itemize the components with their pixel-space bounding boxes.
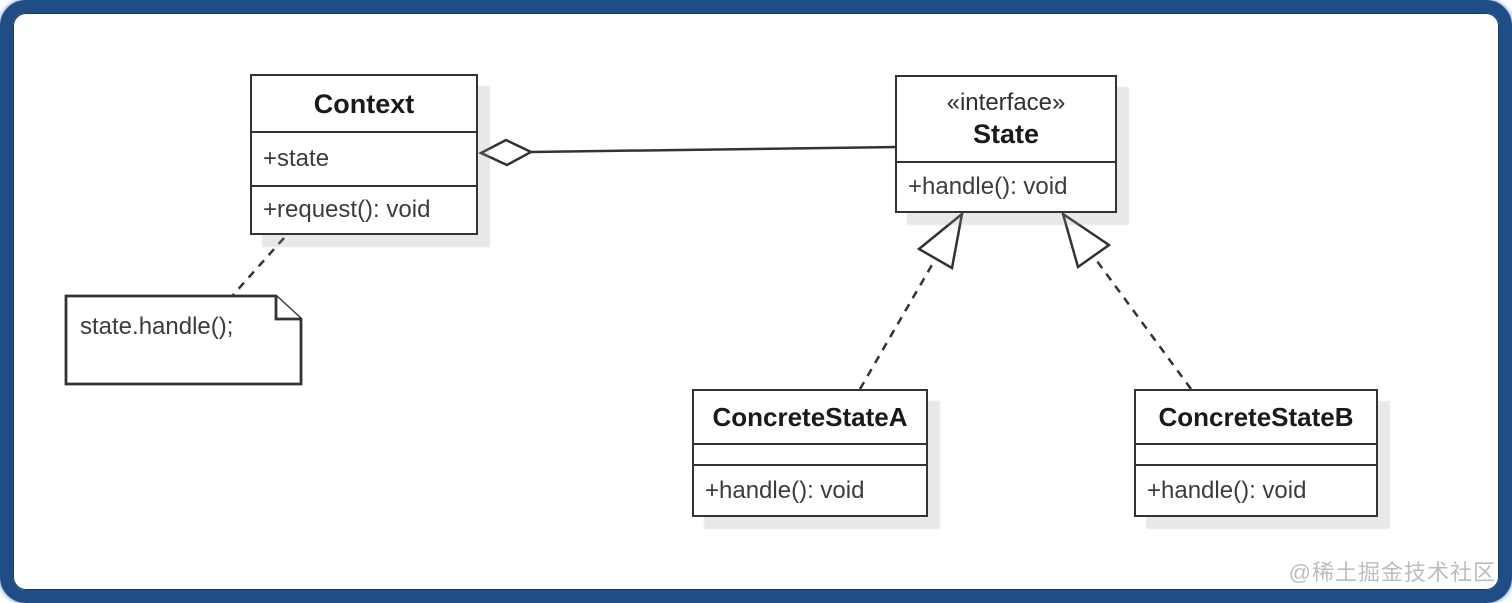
realization-a-triangle-icon [916,210,964,270]
realization-a-line [858,257,938,390]
class-concrete-state-b-method: +handle(): void [1147,476,1307,504]
class-context: Context +state +request(): void [250,74,478,235]
note-anchor-line [232,237,285,296]
aggregation-line [530,145,896,154]
class-state: «interface» State +handle(): void [895,75,1117,213]
class-context-method: +request(): void [263,196,431,223]
realization-b-triangle-icon [1060,211,1112,270]
class-state-method: +handle(): void [908,173,1068,200]
class-concrete-state-a: ConcreteStateA +handle(): void [692,389,928,517]
class-context-attributes: +state [252,131,476,185]
note-shape [64,294,303,386]
watermark: @稀土掘金技术社区 [1288,560,1496,585]
class-context-methods: +request(): void [252,185,476,233]
class-concrete-state-b-title: ConcreteStateB [1136,391,1376,443]
note-text: state.handle(); [80,313,234,340]
class-state-name: State [972,119,1040,149]
aggregation-diamond-icon [478,138,534,167]
class-concrete-state-b-name: ConcreteStateB [1158,402,1354,432]
class-state-stereotype: «interface» [946,89,1066,116]
class-concrete-state-b-methods: +handle(): void [1136,464,1376,515]
class-context-title: Context [252,76,476,131]
class-state-methods: +handle(): void [897,161,1115,211]
realization-b-line [1092,256,1193,390]
class-concrete-state-a-methods: +handle(): void [694,464,926,515]
class-context-attribute: +state [263,145,330,172]
class-concrete-state-a-attributes [694,443,926,464]
class-concrete-state-a-method: +handle(): void [705,476,865,504]
class-concrete-state-a-name: ConcreteStateA [712,402,908,432]
class-state-title: «interface» State [897,77,1115,161]
class-context-name: Context [313,88,415,119]
class-concrete-state-a-title: ConcreteStateA [694,391,926,443]
class-concrete-state-b: ConcreteStateB +handle(): void [1134,389,1378,517]
note-fold-icon [274,296,301,321]
class-concrete-state-b-attributes [1136,443,1376,464]
